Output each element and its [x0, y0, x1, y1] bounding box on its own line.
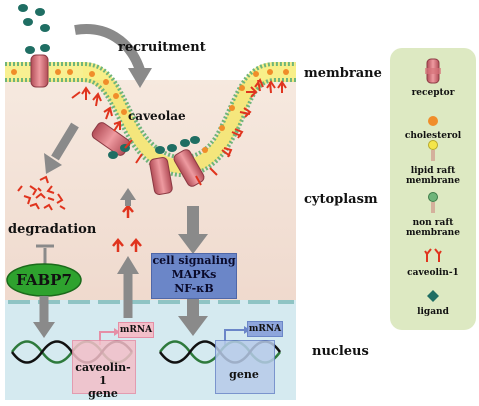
legend-panel: receptor cholesterol lipid raft membrane… [390, 48, 476, 330]
legend-receptor: receptor [411, 88, 455, 98]
caveolin-proteins [71, 77, 287, 186]
degradation-label: degradation [8, 222, 97, 237]
mrna-left-box: mRNA [118, 322, 154, 338]
ligand-icon [427, 290, 439, 302]
cholesterol-icon [428, 116, 438, 126]
nucleus-label: nucleus [312, 344, 369, 359]
fabp7-label: FABP7 [16, 271, 72, 289]
lipid-raft-icon [428, 140, 438, 161]
cytoplasm-label: cytoplasm [304, 192, 378, 207]
degraded-caveolin [17, 175, 66, 211]
gene-left-line1: caveolin-1 [75, 361, 131, 387]
surface-receptor [30, 54, 49, 88]
non-raft-icon [428, 192, 438, 213]
gene-left-line2: gene [88, 387, 118, 400]
recruitment-label: recruitment [118, 40, 206, 55]
legend-cholesterol: cholesterol [404, 131, 462, 141]
legend-lipid-raft: lipid raft membrane [406, 166, 460, 186]
caveolin-gene-box [72, 340, 136, 394]
legend-ligand: ligand [417, 307, 449, 317]
signaling-line1: cell signaling [152, 254, 236, 267]
degradation-arrow [51, 122, 79, 161]
mrna-right-box: mRNA [247, 321, 283, 337]
new-caveolin [112, 204, 142, 252]
legend-caveolin: caveolin-1 [407, 268, 459, 278]
recruitment-arrow [74, 24, 145, 72]
legend-non-raft: non raft membrane [406, 218, 460, 238]
signaling-line3: NF-κB [174, 282, 214, 295]
cell-signaling-box: cell signaling MAPKs NF-κB [151, 253, 237, 299]
caveolin-icon [424, 248, 442, 262]
gene-label: gene [229, 368, 259, 381]
signaling-line2: MAPKs [171, 268, 217, 281]
caveolae-label: caveolae [128, 109, 186, 123]
membrane-label: membrane [304, 66, 382, 81]
ligands-top [18, 4, 50, 54]
gene-box [215, 340, 275, 394]
caveolin-gene-label: caveolin-1 gene [72, 361, 134, 400]
receptor-icon [425, 58, 441, 84]
